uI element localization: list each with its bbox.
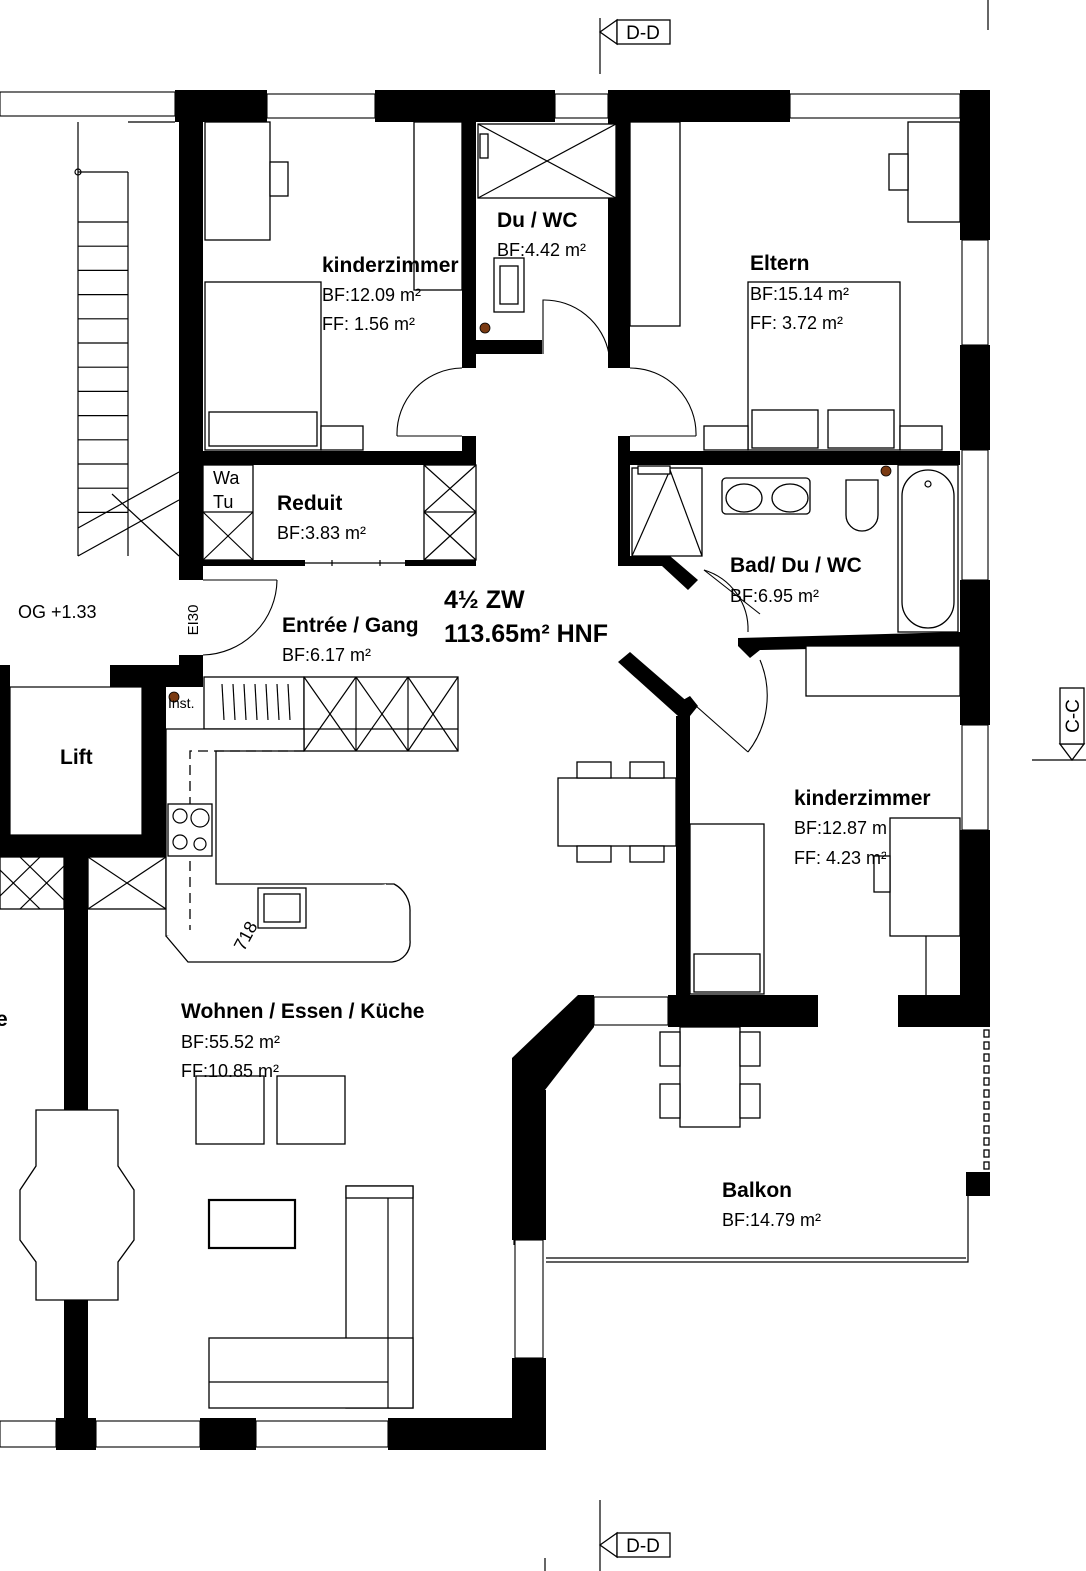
kinder2-ff: FF: 4.23 m²	[794, 848, 887, 868]
railing-post	[983, 1101, 990, 1110]
riser-line	[232, 683, 236, 721]
level-label: OG +1.33	[18, 602, 97, 622]
neighbor-edge-label: e	[0, 1008, 8, 1031]
balkon	[513, 1026, 990, 1263]
duwc-furniture	[477, 123, 617, 355]
inst-label: Inst.	[168, 695, 194, 711]
section-marker-bottom: D-D	[544, 1500, 671, 1571]
railing-post	[983, 1053, 990, 1062]
wohnen-furniture	[19, 1075, 414, 1409]
wohnen-bf: BF:55.52 m²	[181, 1032, 280, 1052]
reduit-bf: BF:3.83 m²	[277, 523, 366, 543]
shafts	[0, 856, 167, 910]
entree-bf: BF:6.17 m²	[282, 645, 371, 665]
eltern-ff: FF: 3.72 m²	[750, 313, 843, 333]
riser-line	[221, 683, 225, 721]
kinder1-bf: BF:12.09 m²	[322, 285, 421, 305]
reduit-tu: Tu	[213, 492, 233, 512]
staircase	[74, 121, 180, 557]
railing-post	[983, 1125, 990, 1134]
riser-line	[243, 683, 247, 721]
railing-post	[983, 1089, 990, 1098]
duwc-name: Du / WC	[497, 209, 577, 232]
wohnen-ff: FF:10.85 m²	[181, 1061, 279, 1081]
bad-furniture	[631, 464, 959, 633]
bedroom-doors	[396, 367, 697, 437]
section-marker-top: D-D	[598, 0, 989, 74]
riser-line	[287, 683, 291, 721]
section-label-bottom: D-D	[626, 1536, 660, 1557]
riser-line	[265, 683, 269, 721]
bad-bf: BF:6.95 m²	[730, 586, 819, 606]
railing-post	[983, 1137, 990, 1146]
railing-post	[983, 1065, 990, 1074]
bad-name: Bad/ Du / WC	[730, 554, 862, 577]
labels: kinderzimmer BF:12.09 m² FF: 1.56 m² Du …	[0, 209, 931, 1230]
kinder1-name: kinderzimmer	[322, 254, 459, 277]
kinder2-name: kinderzimmer	[794, 787, 931, 810]
balkon-name: Balkon	[722, 1179, 792, 1202]
kinder1-furniture	[204, 121, 463, 451]
balkon-bf: BF:14.79 m²	[722, 1210, 821, 1230]
railing-post	[983, 1029, 990, 1038]
exterior-walls	[0, 90, 990, 1450]
lift-name: Lift	[60, 746, 93, 769]
railing-post	[983, 1161, 990, 1170]
reduit-wa: Wa	[213, 468, 240, 488]
riser-line	[254, 683, 258, 721]
railing-post	[983, 1041, 990, 1050]
kinder2-bf: BF:12.87 m²	[794, 818, 893, 838]
kinder2-furniture	[689, 645, 961, 995]
dining-table	[557, 761, 677, 863]
duwc-bf: BF:4.42 m²	[497, 240, 586, 260]
apartment-type: 4½ ZW	[444, 586, 525, 614]
railing-post	[983, 1077, 990, 1086]
section-label-top: D-D	[626, 23, 660, 44]
entree-door	[202, 579, 278, 656]
kinder1-ff: FF: 1.56 m²	[322, 314, 415, 334]
eltern-furniture	[629, 121, 961, 451]
eltern-bf: BF:15.14 m²	[750, 284, 849, 304]
lift-shaft	[9, 686, 143, 836]
eltern-name: Eltern	[750, 252, 810, 275]
railing-post	[983, 1149, 990, 1158]
riser-line	[276, 683, 280, 721]
railing-post	[983, 1113, 990, 1122]
kitchen	[165, 676, 459, 963]
reduit-furniture	[202, 464, 477, 566]
section-label-right: C-C	[1063, 699, 1084, 733]
entree-name: Entrée / Gang	[282, 614, 419, 637]
wohnen-name: Wohnen / Essen / Küche	[181, 1000, 425, 1023]
reduit-name: Reduit	[277, 492, 342, 515]
section-marker-right: C-C	[1032, 687, 1086, 762]
apartment-hnf: 113.65m² HNF	[444, 620, 608, 648]
fire-rating-label: EI30	[185, 605, 202, 636]
